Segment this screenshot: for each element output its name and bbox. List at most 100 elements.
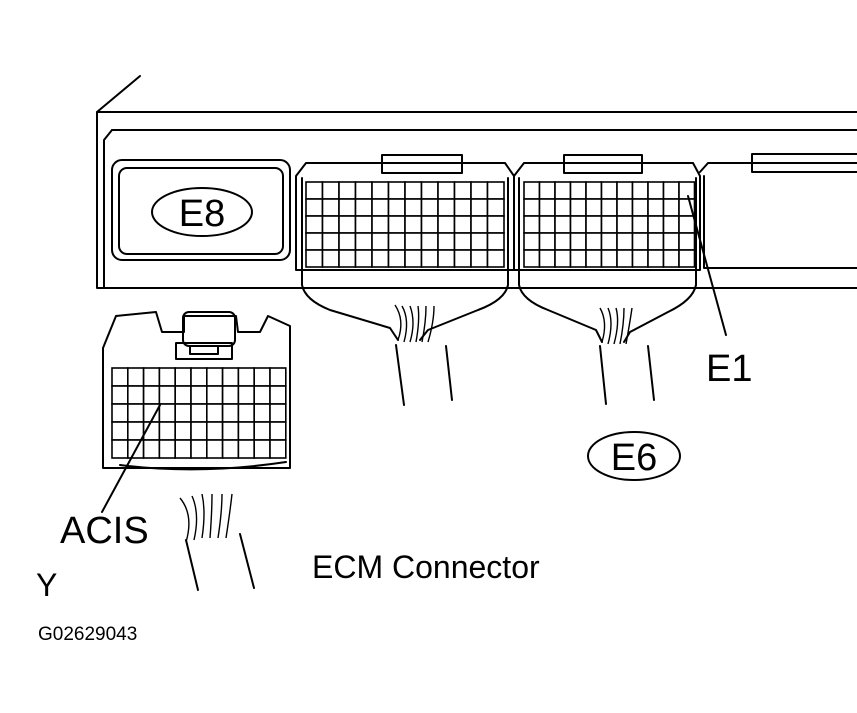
connector-pin-cell (662, 232, 680, 251)
connector-pin-cell (354, 181, 373, 200)
connector-pin-cell (538, 249, 556, 268)
connector-pin-cell (420, 232, 439, 251)
socket-right-partial (699, 153, 857, 269)
connector-pin-cell (206, 385, 224, 405)
connector-pin-cell (437, 198, 456, 217)
connector-pin-cell (404, 215, 423, 234)
e6-label-oval (587, 431, 681, 481)
connector-pin-cell (371, 198, 390, 217)
connector-pin-cell (253, 403, 271, 423)
connector-pin-cell (371, 249, 390, 268)
connector-pin-cell (662, 181, 680, 200)
connector-pin-cell (486, 249, 505, 268)
connector-pin-cell (662, 249, 680, 268)
y-mark: Y (36, 567, 57, 603)
connector-pin-cell (221, 367, 240, 387)
connector-pin-cell (158, 385, 176, 405)
connector-pin-cell (321, 198, 340, 217)
diagram-title: ECM Connector (312, 549, 540, 585)
connector-pin-cell (678, 215, 696, 234)
connector-pin-cell (538, 198, 556, 217)
connector-pin-cell (453, 198, 472, 217)
connector-pin-cell (647, 198, 665, 217)
acis-leader-line (101, 404, 161, 513)
connector-pin-cell (221, 403, 240, 423)
connector-pin-cell (387, 249, 406, 268)
connector-pin-cell (600, 181, 618, 200)
connector-pin-cell (253, 421, 271, 441)
connector-pin-cell (631, 249, 649, 268)
connector-pin-cell (616, 215, 634, 234)
connector-pin-cell (554, 232, 572, 251)
connector-pin-cell (354, 198, 373, 217)
connector-pin-cell (678, 181, 696, 200)
cable-middle-right (445, 345, 453, 401)
connector-pin-cell (523, 215, 541, 234)
connector-pin-cell (387, 198, 406, 217)
connector-pin-cell (569, 232, 587, 251)
cable-acis-left (185, 539, 199, 591)
connector-pin-cell (470, 198, 489, 217)
connector-pin-cell (616, 181, 634, 200)
connector-pin-cell (523, 181, 541, 200)
connector-pin-cell (321, 181, 340, 200)
e8-label-oval (151, 187, 253, 237)
connector-pin-cell (470, 181, 489, 200)
connector-pin-cell (554, 198, 572, 217)
connector-pin-cell (453, 181, 472, 200)
connector-pin-cell (127, 403, 145, 423)
pin-grid-acis (111, 367, 287, 459)
connector-pin-cell (538, 232, 556, 251)
connector-pin-cell (453, 215, 472, 234)
connector-pin-cell (631, 232, 649, 251)
connector-pin-cell (470, 215, 489, 234)
connector-pin-cell (321, 215, 340, 234)
connector-pin-cell (253, 439, 271, 459)
connector-pin-cell (569, 181, 587, 200)
connector-pin-cell (190, 367, 208, 387)
connector-pin-cell (221, 385, 240, 405)
acis-connector (102, 311, 291, 591)
acis-label: ACIS (60, 510, 149, 552)
connector-pin-cell (437, 215, 456, 234)
connector-pin-cell (174, 367, 192, 387)
connector-pin-cell (269, 403, 287, 423)
connector-pin-cell (631, 215, 649, 234)
connector-pin-cell (237, 421, 255, 441)
connector-pin-cell (569, 198, 587, 217)
connector-pin-cell (190, 385, 208, 405)
connector-pin-cell (111, 367, 129, 387)
connector-pin-cell (538, 215, 556, 234)
connector-pin-cell (569, 249, 587, 268)
connector-pin-cell (600, 198, 618, 217)
cable-middle-left (395, 344, 405, 406)
connector-pin-cell (647, 215, 665, 234)
connector-pin-cell (554, 215, 572, 234)
connector-pin-cell (404, 198, 423, 217)
connector-pin-cell (486, 181, 505, 200)
figure-code: G02629043 (38, 624, 137, 645)
connector-pin-cell (174, 439, 192, 459)
connector-pin-cell (486, 215, 505, 234)
connector-pin-cell (420, 198, 439, 217)
connector-pin-cell (387, 181, 406, 200)
connector-pin-cell (338, 249, 357, 268)
connector-pin-cell (158, 421, 176, 441)
connector-pin-cell (662, 198, 680, 217)
pin-grid-middle (305, 181, 505, 268)
connector-pin-cell (338, 181, 357, 200)
connector-pin-cell (174, 403, 192, 423)
connector-pin-cell (338, 198, 357, 217)
connector-pin-cell (190, 403, 208, 423)
connector-pin-cell (111, 385, 129, 405)
connector-pin-cell (585, 232, 603, 251)
connector-pin-cell (600, 215, 618, 234)
connector-pin-cell (158, 439, 176, 459)
connector-pin-cell (523, 249, 541, 268)
connector-pin-cell (585, 198, 603, 217)
connector-pin-cell (237, 367, 255, 387)
connector-pin-cell (678, 232, 696, 251)
connector-pin-cell (338, 232, 357, 251)
connector-pin-cell (453, 232, 472, 251)
connector-pin-cell (305, 249, 324, 268)
